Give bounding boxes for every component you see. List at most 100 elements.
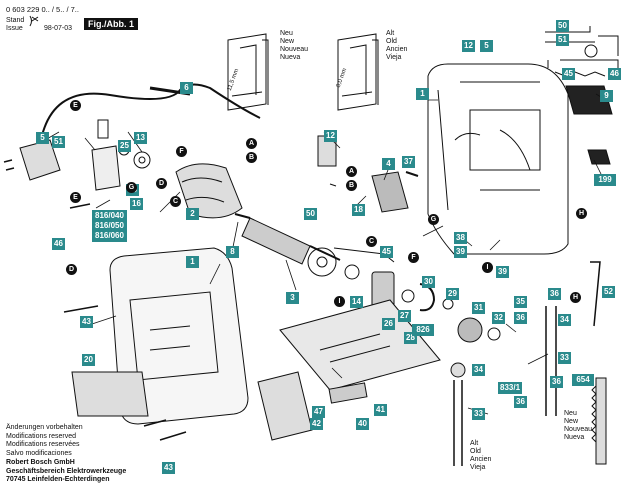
part-callout-43: 43 [162, 462, 175, 474]
part-callout-36: 36 [514, 396, 527, 408]
ref-marker-g: G [126, 182, 137, 193]
ref-marker-f: F [408, 252, 419, 263]
base-plate [279, 299, 441, 391]
part-callout-36: 36 [548, 288, 561, 300]
part-callout-52: 52 [602, 286, 615, 298]
figure-title: Fig./Abb. 1 [84, 18, 138, 30]
stator [175, 163, 243, 219]
motor-symbol [584, 44, 598, 58]
part-callout-25: 25 [118, 140, 131, 152]
side-cover [71, 371, 149, 417]
part-callout-33: 33 [472, 408, 485, 420]
part-callout-6: 6 [180, 82, 193, 94]
ref-marker-a: A [346, 166, 357, 177]
ref-marker-b: B [346, 180, 357, 191]
ref-marker-g: G [428, 214, 439, 225]
part-callout-47: 47 [312, 406, 325, 418]
part-callout-42: 42 [310, 418, 323, 430]
ref-marker-e: E [70, 100, 81, 111]
part-callout-39: 39 [454, 246, 467, 258]
part-callout-199: 199 [594, 174, 616, 186]
part-callout-826: 826 [412, 324, 434, 336]
part-callout-12: 12 [462, 40, 475, 52]
issue-date: 98-07-03 [44, 25, 73, 32]
part-callout-36: 36 [550, 376, 563, 388]
saw-blade [595, 377, 607, 465]
lang-block-old-top: Alt Old Ancien Vieja [386, 30, 408, 61]
part-callout-43: 43 [80, 316, 93, 328]
issue-label: Issue [6, 25, 23, 32]
right-housing-half [427, 63, 569, 255]
part-callout-26: 26 [382, 318, 395, 330]
ref-marker-c: C [366, 236, 377, 247]
footer-company: Robert Bosch GmbH Geschäftsbereich Elekt… [6, 459, 127, 483]
part-callout-40: 40 [356, 418, 369, 430]
part-callout-51: 51 [556, 34, 569, 46]
part-callout-45: 45 [380, 246, 393, 258]
part-callout-20: 20 [82, 354, 95, 366]
part-callout-50: 50 [556, 20, 569, 32]
power-cable [39, 83, 261, 146]
stand-label: Stand [6, 17, 25, 24]
switch-block [91, 145, 121, 191]
part-callout-32: 32 [492, 312, 505, 324]
part-callout-5: 5 [36, 132, 49, 144]
part-callout-833-1: 833/1 [498, 382, 523, 394]
part-callout-16: 16 [130, 198, 143, 210]
lang-block-new-bottom: Neu New Nouveau Nueva [564, 410, 593, 441]
part-callout-8: 8 [226, 246, 239, 258]
document-number: 0 603 229 0.. / 5.. / 7.. [6, 5, 79, 14]
plunger-rod [545, 306, 557, 416]
part-callout-14: 14 [350, 296, 363, 308]
part-callout-30: 30 [422, 276, 435, 288]
part-callout-3: 3 [286, 292, 299, 304]
ref-marker-a: A [246, 138, 257, 149]
part-callout-39: 39 [496, 266, 509, 278]
part-callout-1: 1 [416, 88, 429, 100]
part-callout-33: 33 [558, 352, 571, 364]
ref-marker-h: H [576, 208, 587, 219]
part-callout-13: 13 [134, 132, 147, 144]
switch-module [371, 171, 409, 213]
ref-marker-i: I [334, 296, 345, 307]
handle-cover [257, 371, 313, 441]
lang-block-old-bottom: Alt Old Ancien Vieja [470, 440, 492, 471]
left-housing-half [109, 247, 249, 425]
inset-old-sketch [337, 33, 377, 111]
part-callout-46: 46 [52, 238, 65, 250]
part-callout-51: 51 [52, 136, 65, 148]
part-callout-654: 654 [572, 374, 594, 386]
footer-notice: Änderungen vorbehalten Modifications res… [6, 424, 83, 457]
part-callout-9: 9 [600, 90, 613, 102]
screws [63, 203, 187, 441]
armature [241, 217, 311, 265]
part-callout-1: 1 [186, 256, 199, 268]
part-callout-5: 5 [480, 40, 493, 52]
part-callout-4: 4 [382, 158, 395, 170]
ref-marker-c: C [170, 196, 181, 207]
part-callout-50: 50 [304, 208, 317, 220]
lang-block-new-top: Neu New Nouveau Nueva [280, 30, 309, 61]
part-callout-35: 35 [514, 296, 527, 308]
part-callout-45: 45 [562, 68, 575, 80]
inset-new-sketch [227, 33, 267, 111]
part-callout-12: 12 [324, 130, 337, 142]
variant-codes-box: 816/040 816/050 816/060 [92, 210, 127, 242]
part-callout-37: 37 [402, 156, 415, 168]
part-callout-41: 41 [374, 404, 387, 416]
ref-marker-e: E [70, 192, 81, 203]
part-callout-38: 38 [454, 232, 467, 244]
ref-marker-b: B [246, 152, 257, 163]
part-callout-18: 18 [352, 204, 365, 216]
part-callout-34: 34 [558, 314, 571, 326]
part-callout-31: 31 [472, 302, 485, 314]
ref-marker-d: D [156, 178, 167, 189]
ref-marker-d: D [66, 264, 77, 275]
part-callout-27: 27 [398, 310, 411, 322]
part-callout-46: 46 [608, 68, 621, 80]
part-callout-36: 36 [514, 312, 527, 324]
ref-marker-i: I [482, 262, 493, 273]
part-callout-2: 2 [186, 208, 199, 220]
